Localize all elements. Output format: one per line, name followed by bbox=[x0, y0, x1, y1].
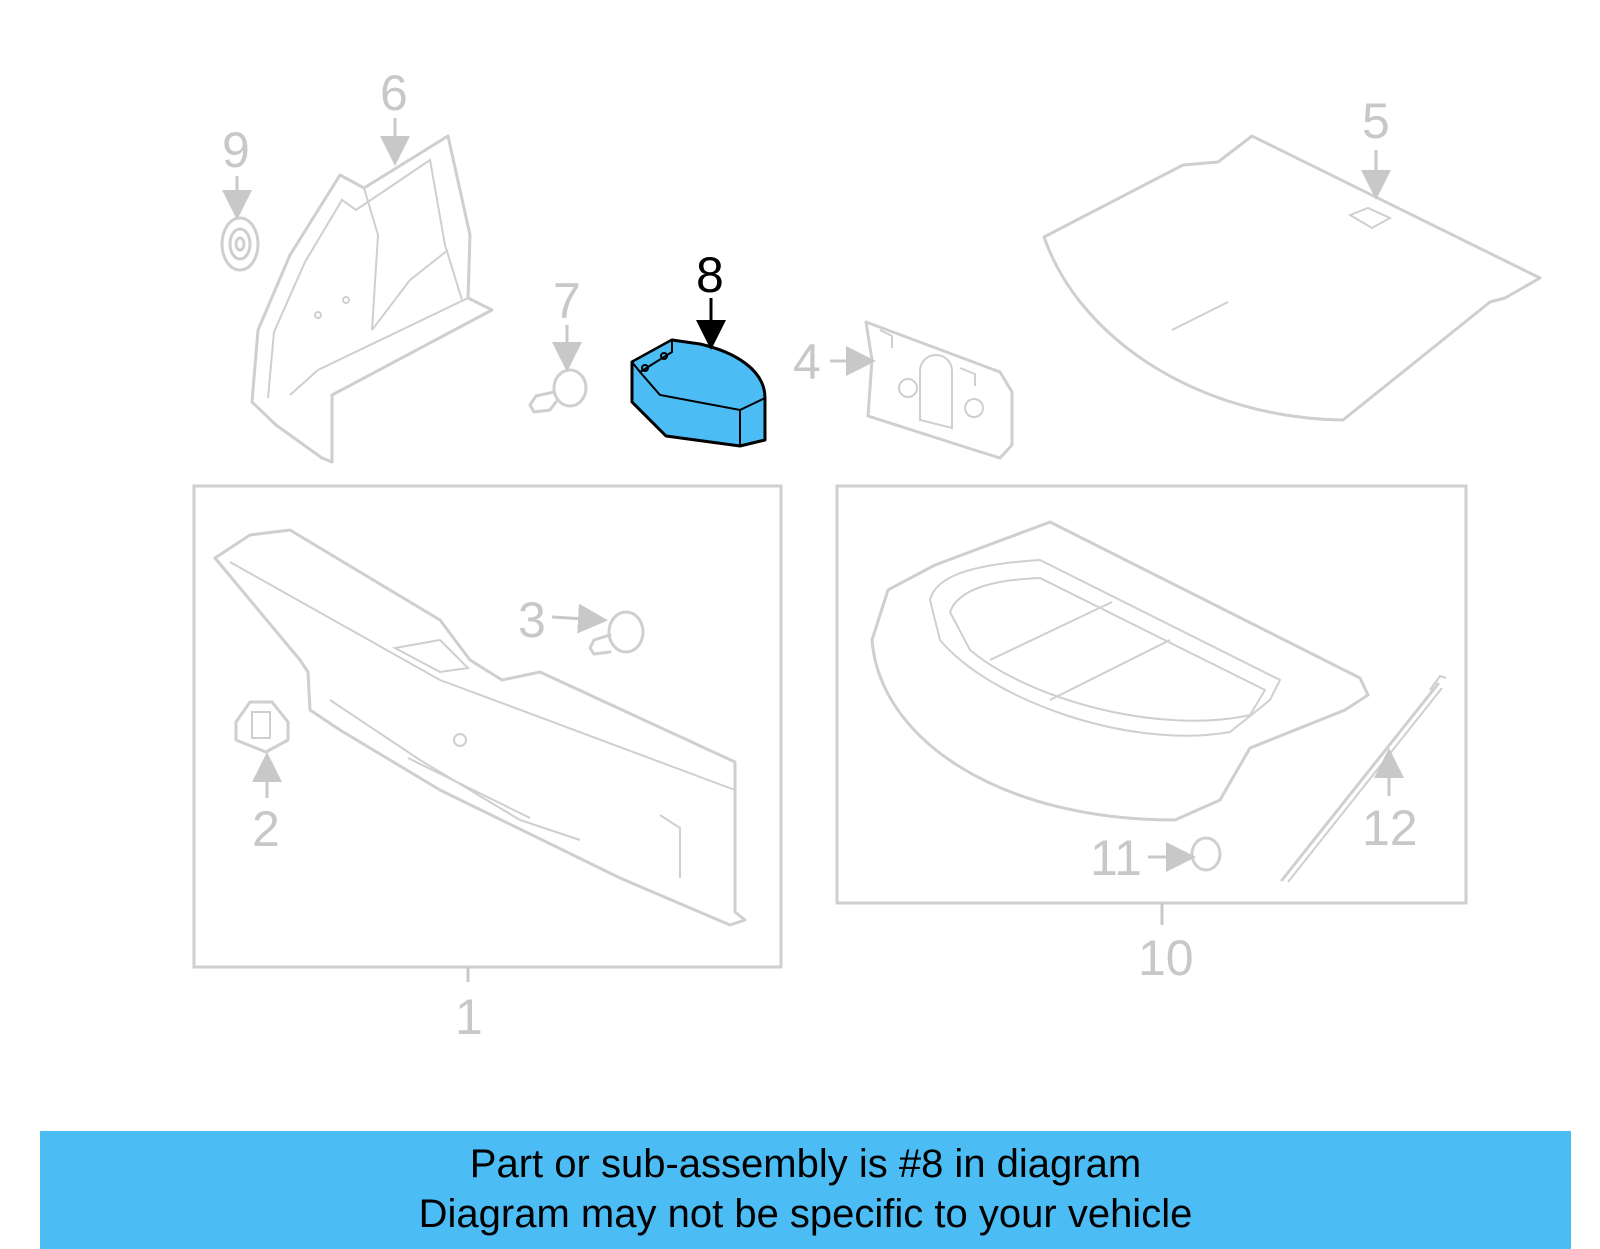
callout-12: 12 bbox=[1362, 800, 1418, 856]
part-4-plate bbox=[864, 320, 1014, 460]
callout-2: 2 bbox=[252, 801, 280, 857]
callout-7: 7 bbox=[553, 273, 581, 329]
info-banner: Part or sub-assembly is #8 in diagram Di… bbox=[40, 1131, 1571, 1249]
banner-line-2: Diagram may not be specific to your vehi… bbox=[418, 1192, 1193, 1236]
part-6-side-trim bbox=[250, 134, 494, 464]
callout-1: 1 bbox=[455, 989, 483, 1045]
group-box-10 bbox=[835, 484, 1468, 905]
callout-10: 10 bbox=[1138, 930, 1194, 986]
callout-4: 4 bbox=[793, 334, 821, 390]
part-1-scuff-plate bbox=[213, 528, 747, 927]
callout-6: 6 bbox=[380, 65, 408, 121]
part-8-bracket bbox=[630, 338, 767, 448]
banner-line-1: Part or sub-assembly is #8 in diagram bbox=[469, 1142, 1142, 1186]
callout-9: 9 bbox=[222, 122, 250, 178]
part-9-grommet bbox=[220, 216, 260, 272]
part-11-plug bbox=[1190, 836, 1222, 872]
callout-5: 5 bbox=[1362, 93, 1390, 149]
callout-8: 8 bbox=[696, 247, 724, 303]
part-10-package-tray bbox=[870, 520, 1370, 822]
part-5-tray-cover bbox=[1042, 134, 1542, 422]
callout-3: 3 bbox=[518, 592, 546, 648]
part-7-clip bbox=[528, 368, 588, 414]
part-12-rod bbox=[1280, 674, 1447, 883]
group-box-1 bbox=[192, 484, 783, 969]
part-2-clip-nut bbox=[234, 700, 290, 754]
part-3-screw bbox=[588, 610, 645, 656]
callout-11: 11 bbox=[1090, 830, 1142, 886]
